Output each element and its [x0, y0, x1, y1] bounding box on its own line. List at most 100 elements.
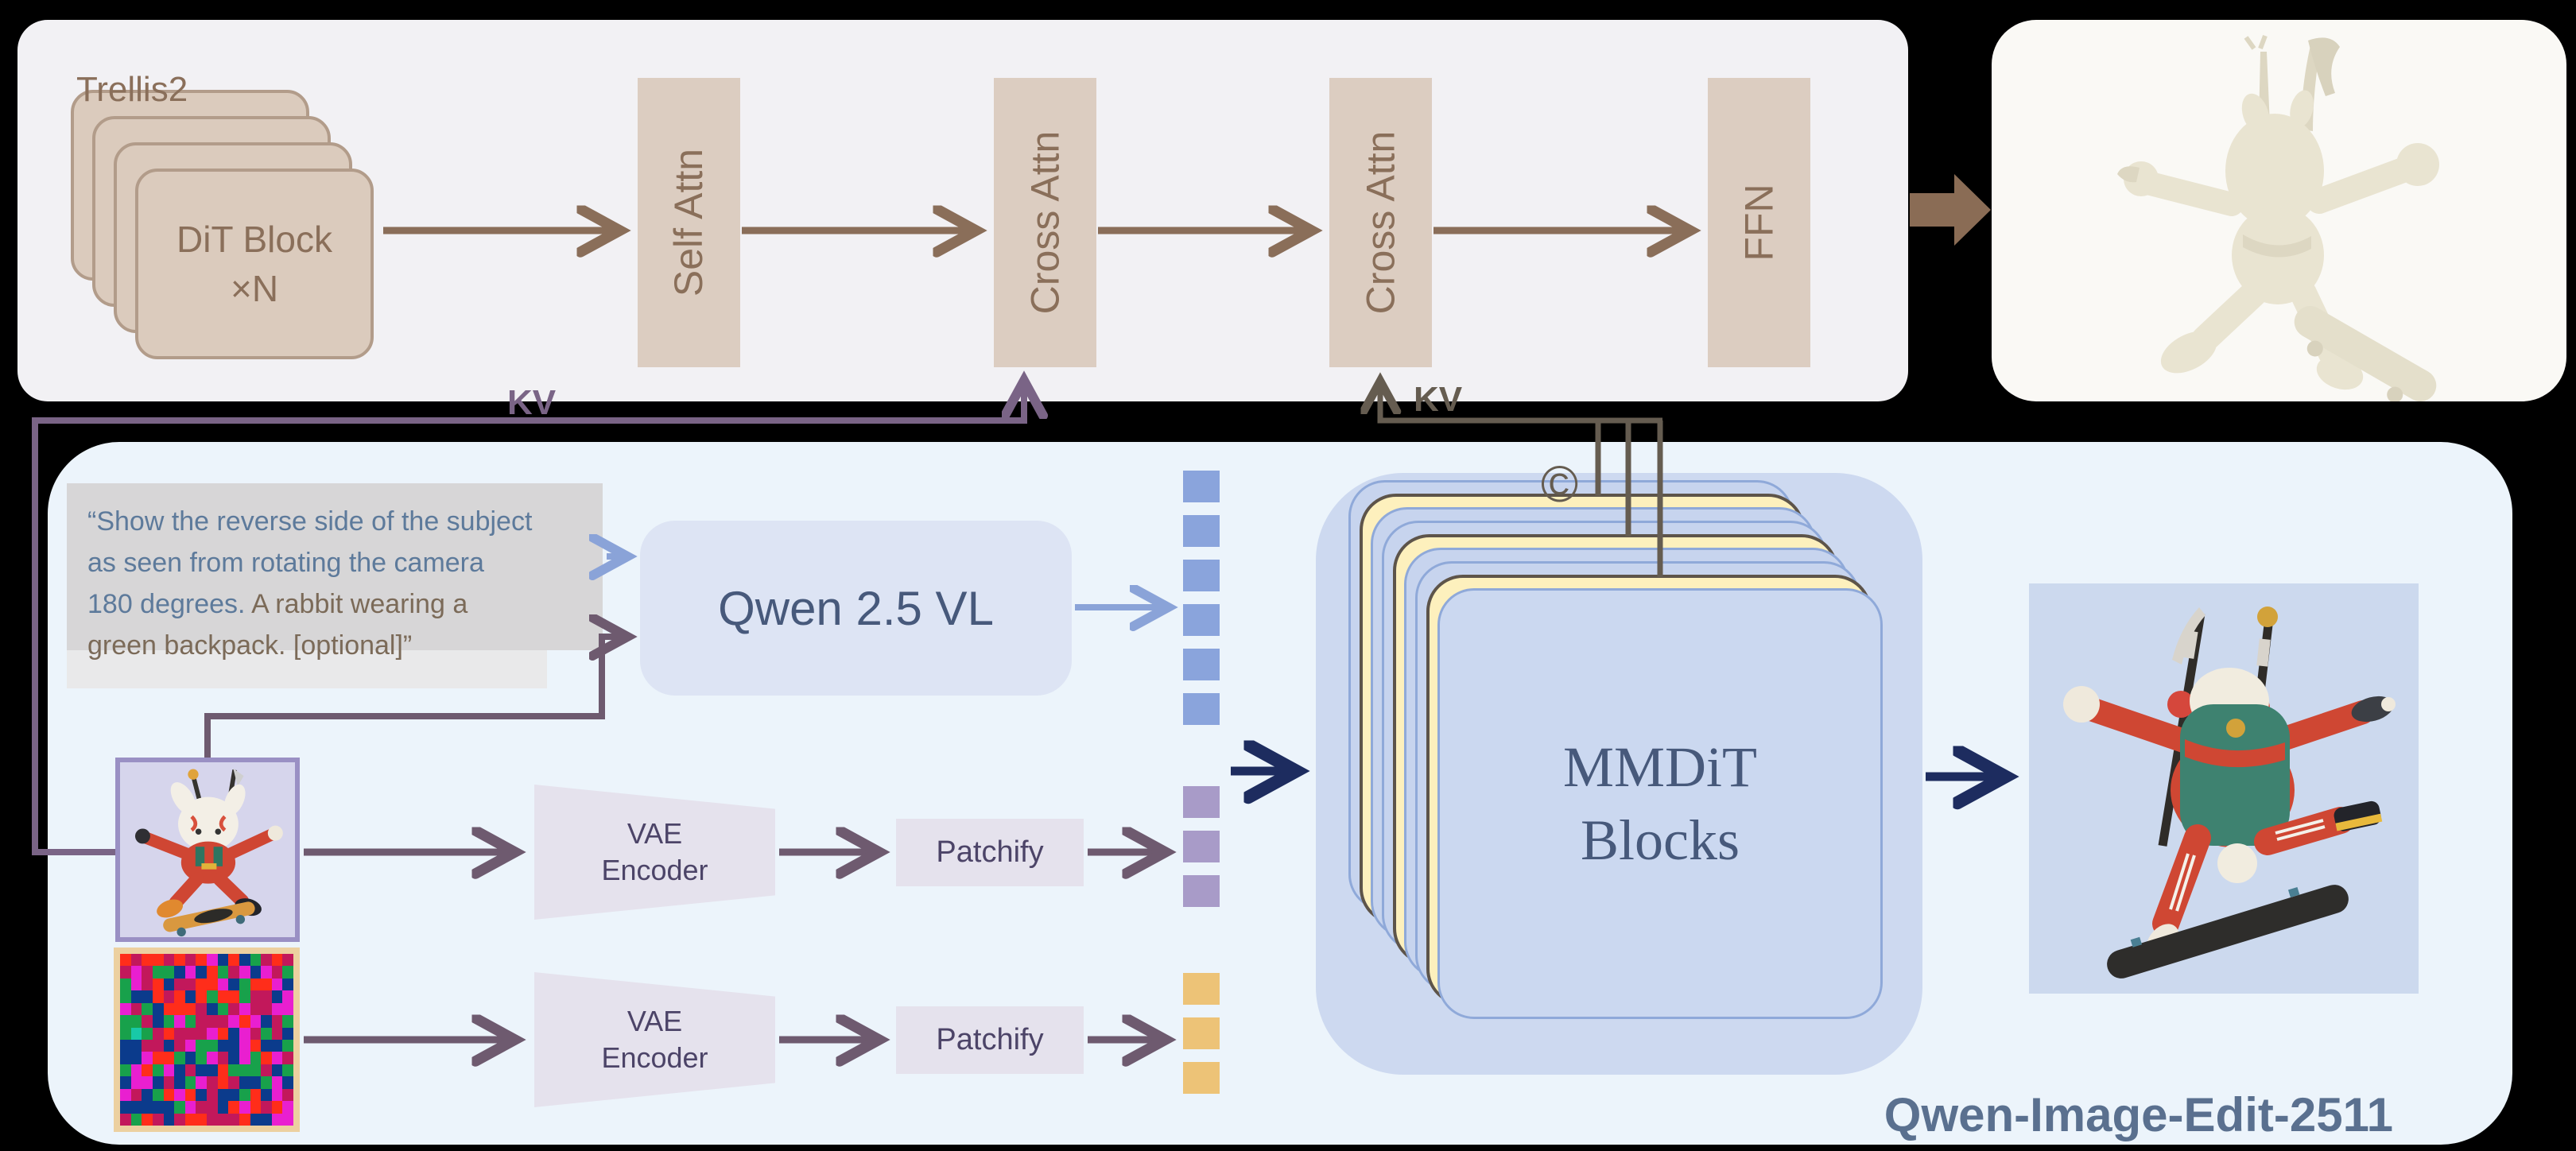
- noise-pixel: [163, 966, 175, 979]
- noise-pixel: [217, 1027, 229, 1040]
- noise-pixel: [282, 990, 293, 1003]
- noise-pixel: [250, 1088, 262, 1102]
- noise-pixel: [250, 1101, 262, 1114]
- noise-pixel: [174, 1040, 185, 1052]
- noise-pixel: [142, 1076, 153, 1089]
- noise-pixel: [174, 1076, 185, 1089]
- noise-pixel: [239, 1002, 250, 1016]
- noise-pixel: [152, 1076, 164, 1089]
- noise-pixel: [174, 1101, 185, 1114]
- noise-pixel: [184, 1052, 196, 1064]
- noise-pixel: [207, 1002, 218, 1016]
- prompt-text-segment: as seen from rotating the camera: [87, 548, 484, 578]
- noise-pixel: [184, 966, 196, 979]
- noise-pixel: [228, 1088, 239, 1102]
- noise-pixel: [261, 1040, 272, 1052]
- noise-pixel: [120, 1113, 131, 1126]
- prompt-text-segment: “Show the reverse side of the subject: [87, 506, 533, 537]
- noise-pixel: [228, 1052, 239, 1064]
- noise-pixel: [184, 1113, 196, 1126]
- token-purple: [1183, 786, 1220, 818]
- prompt-text-segment: 180 degrees.: [87, 589, 252, 619]
- noise-pixel: [152, 954, 164, 967]
- noise-pixel: [207, 1101, 218, 1114]
- cross-attn-bar-1: Cross Attn: [994, 78, 1096, 367]
- noise-pixel: [184, 1040, 196, 1052]
- noise-pixel: [207, 1064, 218, 1077]
- noise-pixel: [217, 1040, 229, 1052]
- noise-pixel: [217, 1088, 229, 1102]
- noise-pixel: [184, 1101, 196, 1114]
- noise-pixel: [163, 1027, 175, 1040]
- noise-pixel: [282, 1064, 293, 1077]
- noise-pixel: [163, 1064, 175, 1077]
- noise-pixel: [130, 1015, 142, 1028]
- noise-pixel: [207, 978, 218, 991]
- noise-pixel: [207, 966, 218, 979]
- noise-pixel: [196, 1002, 207, 1016]
- noise-pixel: [282, 954, 293, 967]
- noise-pixel: [271, 1052, 283, 1064]
- noise-pixel: [130, 1064, 142, 1077]
- noise-pixel: [282, 1040, 293, 1052]
- noise-tokens: [1183, 973, 1220, 1106]
- concat-symbol: ©: [1541, 455, 1579, 513]
- noise-pixel: [261, 990, 272, 1003]
- noise-pixel: [120, 954, 131, 967]
- noise-pixel: [239, 1027, 250, 1040]
- kv-label-left: KV: [507, 383, 557, 422]
- noise-pixel: [163, 1101, 175, 1114]
- noise-pixel: [142, 1052, 153, 1064]
- noise-pixel: [271, 1088, 283, 1102]
- noise-pixel: [152, 1052, 164, 1064]
- trellis2-label: Trellis2: [76, 70, 188, 109]
- noise-pixel: [130, 1040, 142, 1052]
- noise-pixel: [130, 966, 142, 979]
- noise-pixel: [228, 1064, 239, 1077]
- noise-pixel: [174, 966, 185, 979]
- noise-pixel: [228, 1101, 239, 1114]
- noise-pixel: [120, 1101, 131, 1114]
- noise-pixel: [120, 1027, 131, 1040]
- noise-pixel: [152, 1027, 164, 1040]
- noise-pixel: [207, 1052, 218, 1064]
- noise-pixel: [152, 1015, 164, 1028]
- noise-pixel: [196, 1113, 207, 1126]
- noise-pixel: [271, 978, 283, 991]
- noise-pixel: [152, 1064, 164, 1077]
- noise-pixel: [130, 954, 142, 967]
- noise-pixel: [261, 1002, 272, 1016]
- noise-pixel: [239, 1101, 250, 1114]
- noise-pixel: [282, 1088, 293, 1102]
- noise-pixel: [239, 1113, 250, 1126]
- noise-pixel: [239, 1076, 250, 1089]
- noise-pixel: [282, 1076, 293, 1089]
- noise-pixel: [271, 954, 283, 967]
- noise-pixel: [239, 966, 250, 979]
- noise-pixel: [163, 1076, 175, 1089]
- noise-pixel: [261, 966, 272, 979]
- noise-pixel: [142, 1088, 153, 1102]
- token-blue: [1183, 560, 1220, 591]
- token-blue: [1183, 515, 1220, 547]
- noise-pixel: [239, 1064, 250, 1077]
- noise-pixel: [217, 978, 229, 991]
- noise-pixel: [174, 990, 185, 1003]
- noise-pixel: [250, 1113, 262, 1126]
- noise-pixel: [228, 1027, 239, 1040]
- token-blue: [1183, 693, 1220, 725]
- noise-pixel: [142, 1113, 153, 1126]
- cross-attn-bar-2: Cross Attn: [1329, 78, 1432, 367]
- noise-pixel: [130, 1101, 142, 1114]
- noise-pixel: [282, 1052, 293, 1064]
- noise-pixel: [196, 1088, 207, 1102]
- noise-pixel: [271, 990, 283, 1003]
- noise-pixel: [174, 1088, 185, 1102]
- noise-pixel: [184, 1076, 196, 1089]
- noise-pixel: [184, 990, 196, 1003]
- input-rabbit-image: [115, 758, 300, 942]
- token-blue: [1183, 604, 1220, 636]
- noise-pixel: [130, 1076, 142, 1089]
